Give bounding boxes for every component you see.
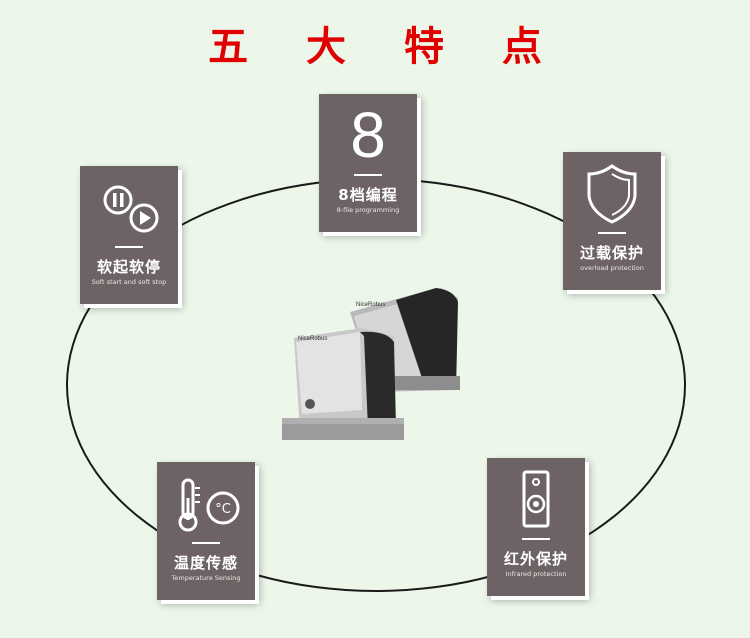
svg-text:°C: °C [215,502,231,517]
divider [192,542,220,544]
feature-subtitle: Infrared protection [505,570,567,578]
feature-title: 8档编程 [338,186,398,204]
feature-card-temperature: °C 温度传感 Temperature Sensing [157,462,255,600]
feature-subtitle: overload protection [580,264,644,272]
digit-8-icon: 8 [319,99,417,171]
feature-card-programming: 8 8档编程 8-file programming [319,94,417,232]
feature-title: 温度传感 [173,554,238,572]
feature-subtitle: 8-file programming [336,206,400,214]
infrared-sensor-icon [487,468,585,530]
divider [354,174,382,176]
pause-play-icon [80,176,178,238]
feature-subtitle: Temperature Sensing [171,574,241,582]
page-title: 五 大 特 点 [208,24,564,70]
feature-card-overload: 过载保护 overload protection [563,152,661,290]
thermometer-icon: °C [157,472,255,534]
feature-card-soft-start: 软起软停 Soft start and soft stop [80,166,178,304]
brand-label-front: NiceRobus [298,336,327,342]
divider [115,246,143,248]
gate-motor-image: NiceRobus NiceRobus [276,280,476,450]
divider [598,232,626,234]
brand-label-back: NiceRobus [356,302,385,308]
feature-title: 红外保护 [503,550,568,568]
divider [522,538,550,540]
feature-title: 软起软停 [96,258,161,276]
shield-icon [563,162,661,224]
feature-subtitle: Soft start and soft stop [91,278,167,286]
programming-number: 8 [350,99,386,171]
feature-title: 过载保护 [579,244,644,262]
feature-card-infrared: 红外保护 Infrared protection [487,458,585,596]
